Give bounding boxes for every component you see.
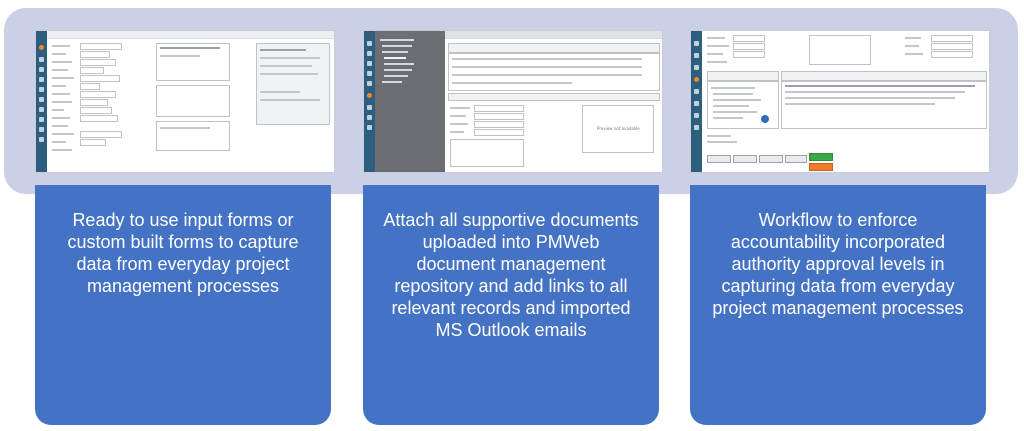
workflow-button [733, 155, 757, 163]
screenshot-documents: Preview not available [363, 30, 663, 173]
feature-caption: Attach all supportive documents uploaded… [383, 210, 639, 340]
workflow-button [759, 155, 783, 163]
documents-toolbar [445, 31, 662, 39]
feature-card-documents: Attach all supportive documents uploaded… [363, 185, 659, 425]
feature-card-input-forms: Ready to use input forms or custom built… [35, 185, 331, 425]
preview-text: Preview not available [597, 126, 640, 131]
folder-tree-panel [375, 31, 445, 172]
approve-button [809, 153, 833, 161]
feature-card-workflow: Workflow to enforce accountability incor… [690, 185, 986, 425]
app-sidebar [691, 31, 702, 172]
screenshot-workflow [690, 30, 990, 173]
add-approver-icon [761, 115, 769, 123]
workflow-button [785, 155, 807, 163]
feature-caption: Ready to use input forms or custom built… [67, 210, 299, 296]
screenshot-input-forms [35, 30, 335, 173]
feature-caption: Workflow to enforce accountability incor… [712, 210, 964, 318]
document-preview: Preview not available [582, 105, 654, 153]
app-sidebar [364, 31, 375, 172]
workflow-button [707, 155, 731, 163]
app-sidebar [36, 31, 47, 172]
app-toolbar [47, 31, 334, 39]
reject-button [809, 163, 833, 171]
